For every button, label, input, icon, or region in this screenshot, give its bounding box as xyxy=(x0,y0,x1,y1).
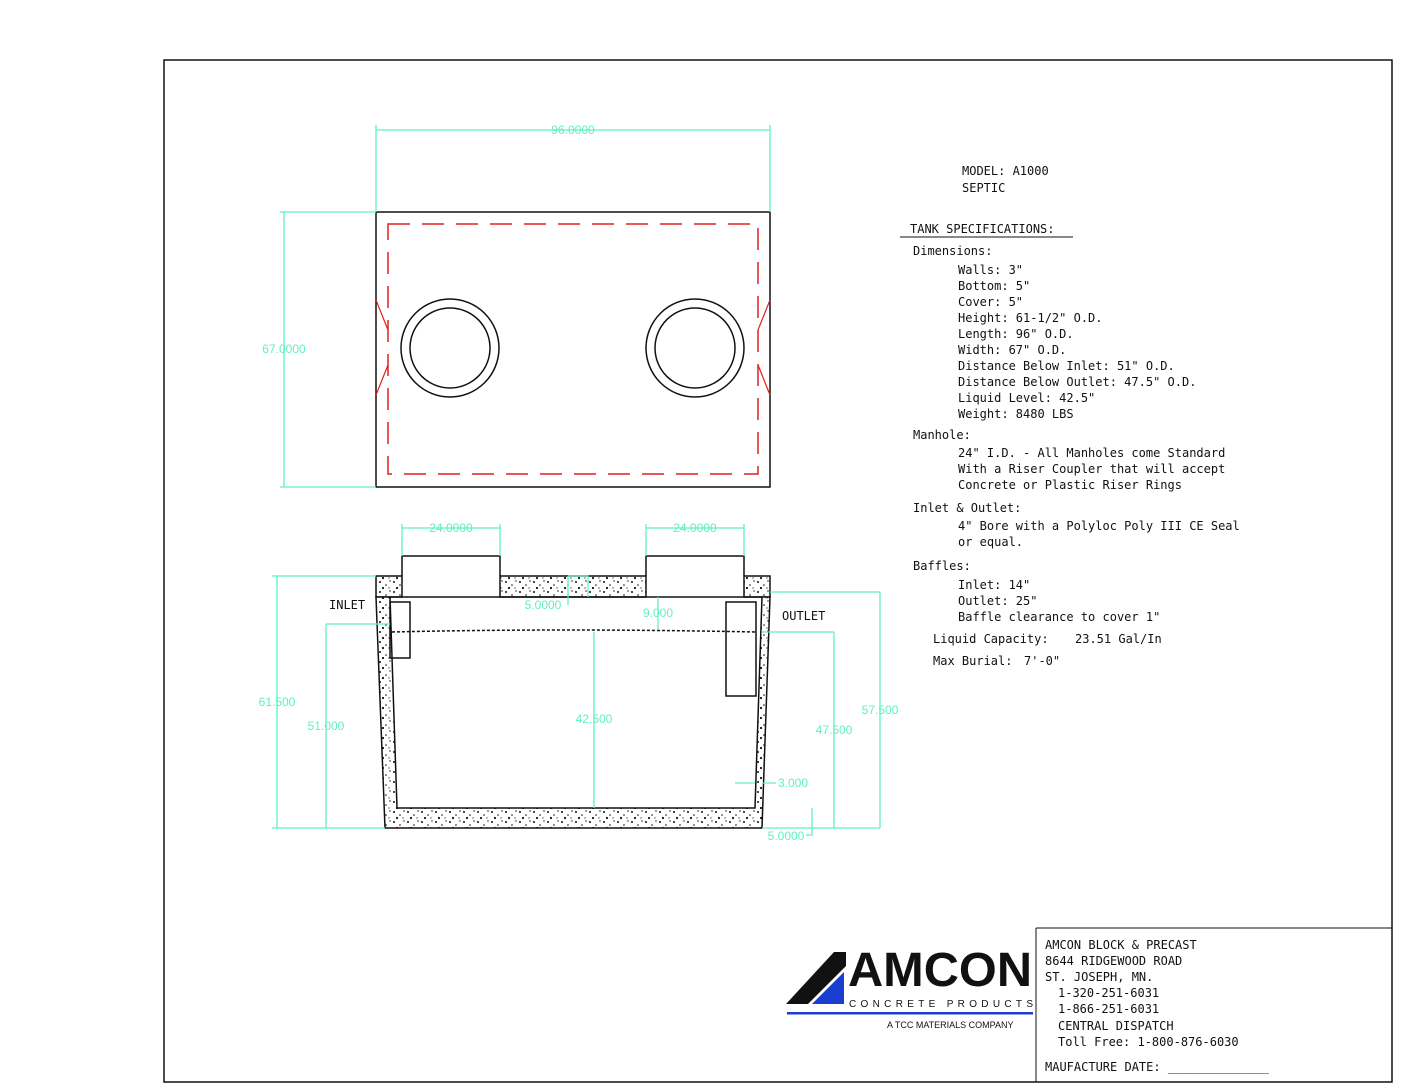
spec-line: Baffle clearance to cover 1" xyxy=(958,610,1160,624)
inner-wall-outline xyxy=(387,223,759,475)
model-number: MODEL: A1000 xyxy=(962,164,1049,178)
dim-wall: 3.000 xyxy=(778,776,808,790)
dim-outlet-height: 47.500 xyxy=(816,723,853,737)
dispatch-label: CENTRAL DISPATCH xyxy=(1058,1019,1174,1033)
spec-line: Outlet: 25" xyxy=(958,594,1037,608)
spec-line: Concrete or Plastic Riser Rings xyxy=(958,478,1182,492)
inlet-baffle xyxy=(389,601,411,659)
company-name: AMCON BLOCK & PRECAST xyxy=(1045,938,1197,952)
specifications: MODEL: A1000 SEPTIC TANK SPECIFICATIONS:… xyxy=(900,164,1240,668)
spec-line: Walls: 3" xyxy=(958,263,1023,277)
manhole-heading: Manhole: xyxy=(913,428,971,442)
dim-outlet-total: 57.500 xyxy=(862,703,899,717)
manhole-right xyxy=(645,298,745,398)
title-block: AMCON BLOCK & PRECAST 8644 RIDGEWOOD ROA… xyxy=(1045,938,1270,1074)
dim-plan-width: 67.0000 xyxy=(262,342,306,356)
plan-view: 96.0000 67.0000 xyxy=(262,123,771,488)
title-block-frame xyxy=(1035,927,1392,1082)
outlet-baffle xyxy=(725,601,757,697)
dim-plan-length: 96.0000 xyxy=(551,123,595,137)
spec-line: Liquid Level: 42.5" xyxy=(958,391,1095,405)
spec-line: Length: 96" O.D. xyxy=(958,327,1074,341)
model-type: SEPTIC xyxy=(962,181,1005,195)
dim-baffle-clearance: 9.000 xyxy=(643,606,673,620)
burial-value: 7'-0" xyxy=(1024,654,1060,668)
dim-bottom: 5.0000 xyxy=(768,829,805,843)
burial-label: Max Burial: xyxy=(933,654,1012,668)
logo-blue-triangle xyxy=(812,972,844,1004)
phone-2: 1-866-251-6031 xyxy=(1058,1002,1159,1016)
dimensions-heading: Dimensions: xyxy=(913,244,992,258)
phone-1: 1-320-251-6031 xyxy=(1058,986,1159,1000)
spec-line: 24" I.D. - All Manholes come Standard xyxy=(958,446,1225,460)
dim-inlet-height: 51.000 xyxy=(308,719,345,733)
logo-name: AMCON xyxy=(848,944,1032,997)
spec-line: Distance Below Inlet: 51" O.D. xyxy=(958,359,1175,373)
dim-liquid-level: 42.500 xyxy=(576,712,613,726)
spec-line: Height: 61-1/2" O.D. xyxy=(958,311,1103,325)
spec-line: or equal. xyxy=(958,535,1023,549)
inlet-label: INLET xyxy=(329,598,365,612)
dim-manhole-right: 24.0000 xyxy=(673,521,717,535)
spec-line: Distance Below Outlet: 47.5" O.D. xyxy=(958,375,1196,389)
capacity-value: 23.51 Gal/In xyxy=(1075,632,1162,646)
spec-line: With a Riser Coupler that will accept xyxy=(958,462,1225,476)
sheet-border xyxy=(163,59,1393,1083)
spec-line: Cover: 5" xyxy=(958,295,1023,309)
spec-line: Inlet: 14" xyxy=(958,578,1030,592)
section-view: INLET OUTLET 24.0000 24.0000 5.0000 9.00… xyxy=(259,521,899,843)
spec-line: Width: 67" O.D. xyxy=(958,343,1066,357)
toll-free: Toll Free: 1-800-876-6030 xyxy=(1058,1035,1239,1049)
specs-title: TANK SPECIFICATIONS: xyxy=(910,222,1055,236)
spec-line: Bottom: 5" xyxy=(958,279,1030,293)
dim-manhole-left: 24.0000 xyxy=(429,521,473,535)
outlet-label: OUTLET xyxy=(782,609,825,623)
company-address: 8644 RIDGEWOOD ROAD xyxy=(1045,954,1182,968)
logo-sub: CONCRETE PRODUCTS xyxy=(849,999,1033,1010)
dim-cover: 5.0000 xyxy=(525,598,562,612)
logo-tagline: A TCC MATERIALS COMPANY xyxy=(887,1020,1014,1030)
amcon-logo: AMCON CONCRETE PRODUCTS A TCC MATERIALS … xyxy=(786,944,1033,1030)
spec-line: 4" Bore with a Polyloc Poly III CE Seal xyxy=(958,519,1240,533)
inlet-outlet-heading: Inlet & Outlet: xyxy=(913,501,1021,515)
liquid-level-line xyxy=(391,629,757,633)
spec-line: Weight: 8480 LBS xyxy=(958,407,1074,421)
baffles-heading: Baffles: xyxy=(913,559,971,573)
capacity-label: Liquid Capacity: xyxy=(933,632,1049,646)
manhole-left xyxy=(400,298,500,398)
dim-total-height: 61.500 xyxy=(259,695,296,709)
manufacture-date: MAUFACTURE DATE: ______________ xyxy=(1045,1060,1270,1074)
company-city: ST. JOSEPH, MN. xyxy=(1045,970,1153,984)
